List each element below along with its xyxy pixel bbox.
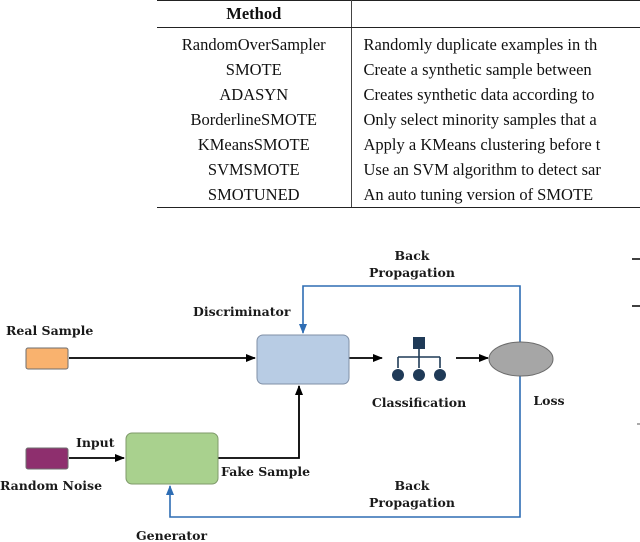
fake-to-discriminator-arrow — [218, 385, 303, 459]
classification-label: Classification — [372, 395, 466, 410]
back-propagation-bottom-label: Propagation — [369, 495, 455, 510]
description-cell: Creates synthetic data according to — [363, 84, 595, 104]
description-cell: An auto tuning version of SMOTE — [351, 182, 640, 208]
description-cell: Only select minority samples that a — [363, 109, 597, 129]
back-propagation-top-label: Propagation — [369, 265, 455, 280]
back-propagation-top-label: Back — [395, 248, 430, 263]
loss-ellipse — [488, 341, 554, 377]
method-cell: SMOTE — [157, 57, 352, 82]
real-sample-box — [25, 347, 69, 370]
generator-label: Generator — [136, 528, 207, 542]
method-cell: ADASYN — [157, 82, 352, 107]
method-cell: KMeansSMOTE — [157, 132, 352, 157]
loss-label: Loss — [533, 393, 564, 408]
table-row: BorderlineSMOTE Only select minority sam… — [157, 107, 640, 132]
table-row: SMOTE Create a synthetic sample between — [157, 57, 640, 82]
back-propagation-top-arrow — [299, 285, 521, 343]
random-noise-box — [25, 447, 69, 470]
table-row: SMOTUNED An auto tuning version of SMOTE — [157, 182, 640, 208]
method-cell: RandomOverSampler — [157, 27, 352, 57]
methods-table-wrapper: Method RandomOverSampler Randomly duplic… — [157, 0, 640, 208]
header-method: Method — [157, 0, 352, 28]
table-row: RandomOverSampler Randomly duplicate exa… — [157, 27, 640, 57]
table-row: KMeansSMOTE Apply a KMeans clustering be… — [157, 132, 640, 157]
method-cell: BorderlineSMOTE — [157, 107, 352, 132]
description-cell: Apply a KMeans clustering before t — [363, 134, 601, 154]
discriminator-box — [256, 334, 350, 385]
table-header-row: Method — [157, 0, 640, 28]
header-description — [351, 0, 640, 28]
input-label: Input — [76, 435, 115, 450]
methods-table: Method RandomOverSampler Randomly duplic… — [157, 0, 640, 208]
discriminator-label: Discriminator — [193, 304, 291, 319]
description-cell: Randomly duplicate examples in th — [363, 34, 598, 54]
back-propagation-bottom-arrow — [166, 376, 521, 518]
classification-icon — [392, 337, 446, 381]
table-row: SVMSMOTE Use an SVM algorithm to detect … — [157, 157, 640, 182]
method-cell: SMOTUNED — [157, 182, 352, 208]
back-propagation-bottom-label: Back — [395, 478, 430, 493]
description-cell: Create a synthetic sample between — [363, 59, 592, 79]
fake-sample-label: Fake Sample — [221, 464, 310, 479]
real-sample-label: Real Sample — [6, 323, 93, 338]
description-cell: Use an SVM algorithm to detect sar — [363, 159, 601, 179]
random-noise-label: Random Noise — [0, 478, 102, 493]
generator-box — [125, 432, 219, 485]
method-cell: SVMSMOTE — [157, 157, 352, 182]
table-row: ADASYN Creates synthetic data according … — [157, 82, 640, 107]
